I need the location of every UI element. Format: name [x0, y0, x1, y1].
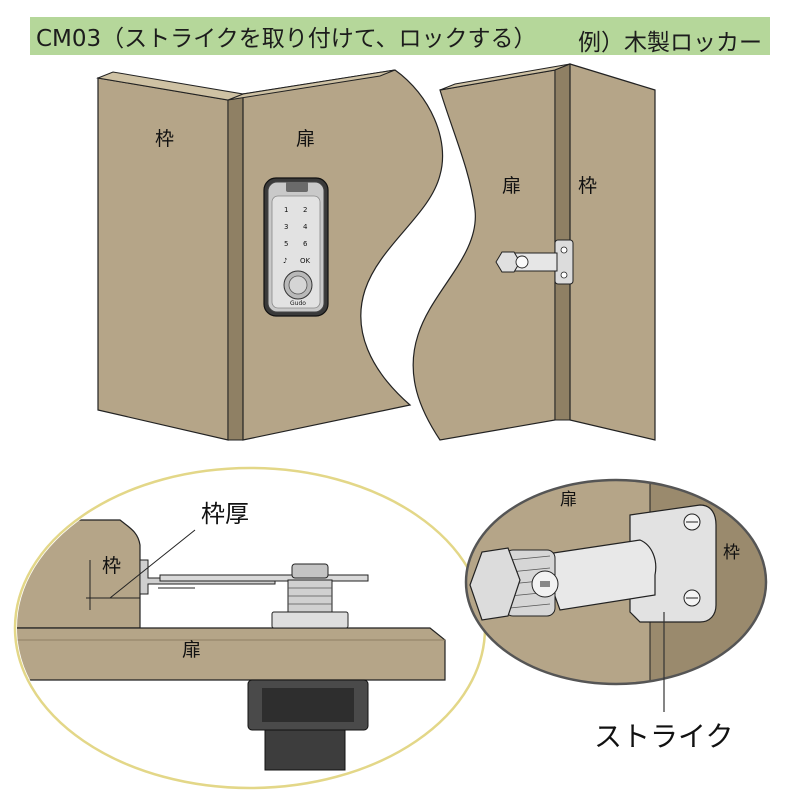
key-music: ♪	[283, 257, 287, 265]
detail-cam-bar	[159, 574, 369, 582]
right-frame-panel	[569, 63, 656, 441]
key-6: 6	[303, 240, 308, 248]
left-door-label: 扉	[296, 128, 315, 150]
zoom-cylinder	[469, 547, 559, 621]
strike-small	[495, 239, 574, 285]
right-door-panel	[412, 69, 556, 441]
right-door-label: 扉	[502, 175, 521, 197]
zoom-ellipse-outline	[464, 478, 768, 686]
detail-door-label: 扉	[182, 639, 201, 661]
zoom-frame-label: 枠	[723, 543, 740, 563]
brand-logo: Gudo	[290, 300, 306, 307]
strike-zoom-view: 扉 枠	[464, 478, 768, 686]
zoom-door-label: 扉	[560, 490, 577, 510]
key-2: 2	[303, 206, 307, 214]
left-frame-edge	[227, 93, 244, 441]
title-text: CM03（ストライクを取り付けて、ロックする）	[36, 26, 537, 52]
key-ok: OK	[300, 257, 311, 265]
keypad-lock: 1 2 3 4 5 6 ♪ OK Gudo	[263, 177, 329, 317]
detail-frame-label: 枠	[102, 555, 121, 577]
left-frame-top-edge	[96, 71, 245, 101]
right-locker-view: 扉 枠	[412, 63, 656, 441]
zoom-strike-barrel	[539, 539, 657, 611]
detail-strike-bracket	[139, 559, 276, 595]
example-text: 例）木製ロッカー	[578, 30, 762, 56]
left-locker-view: 1 2 3 4 5 6 ♪ OK Gudo 枠 扉	[96, 69, 444, 441]
key-1: 1	[284, 206, 288, 214]
key-3: 3	[284, 223, 288, 231]
left-door-panel	[242, 69, 444, 441]
title-bar: CM03（ストライクを取り付けて、ロックする） 例）木製ロッカー	[30, 17, 770, 56]
detail-door-slab	[17, 627, 446, 681]
strike-label: ストライク	[594, 720, 733, 753]
cross-section-detail: 枠厚 枠 扉	[13, 466, 487, 790]
key-4: 4	[303, 223, 308, 231]
frame-thickness-label: 枠厚	[201, 500, 249, 528]
detail-cylinder	[271, 563, 349, 629]
key-5: 5	[284, 240, 288, 248]
right-frame-label: 枠	[578, 175, 597, 197]
left-frame-label: 枠	[155, 128, 174, 150]
